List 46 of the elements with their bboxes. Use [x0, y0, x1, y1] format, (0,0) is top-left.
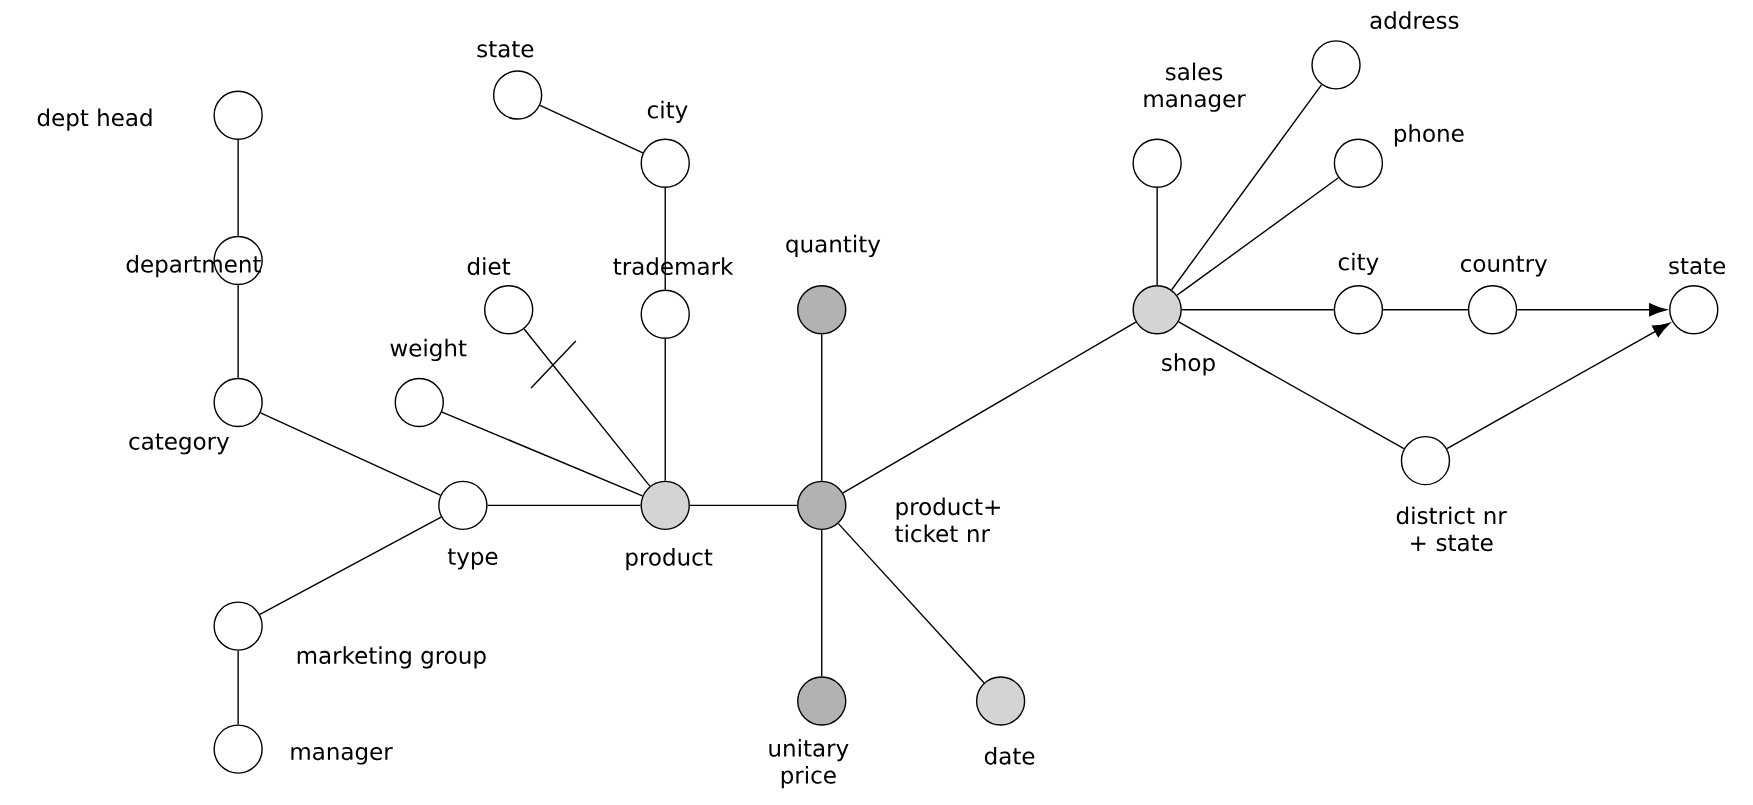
connector-line	[237, 650, 239, 726]
attribute-label: marketing group	[297, 646, 486, 669]
connector-line	[1181, 309, 1335, 311]
connector-line	[1171, 84, 1323, 291]
attribute-label: country	[1461, 255, 1548, 277]
connector-line	[1446, 322, 1671, 450]
attribute-label: product+ ticket nr	[895, 497, 1000, 543]
connector-line	[486, 504, 642, 507]
connector-line	[1382, 309, 1469, 311]
attribute-label: product	[626, 547, 713, 571]
attribute-label: weight	[390, 338, 467, 362]
attribute-label: category	[129, 433, 230, 455]
connector-line	[441, 411, 644, 497]
connector-line	[664, 338, 666, 482]
attribute-label: state	[1669, 257, 1726, 275]
connector-line	[1178, 321, 1405, 450]
attribute-label: phone	[1394, 124, 1464, 147]
connector-line	[664, 187, 666, 291]
connector-line	[821, 333, 823, 482]
attribute-label: dept head	[37, 108, 152, 131]
connector-line	[1156, 187, 1158, 286]
attribute-label: sales manager	[1144, 62, 1246, 112]
connector-line	[539, 104, 644, 154]
attribute-label: city	[647, 100, 688, 123]
connector-line	[259, 516, 442, 616]
connector-line	[842, 321, 1137, 494]
connector-line	[821, 529, 823, 678]
attribute-label: unitary price	[769, 739, 849, 789]
attribute-label: shop	[1162, 353, 1215, 376]
attribute-label: date	[984, 746, 1035, 765]
attribute-label: city	[1338, 252, 1379, 275]
attribute-label: address	[1370, 11, 1459, 30]
attribute-label: diet	[467, 257, 511, 275]
connector-line	[1516, 303, 1667, 317]
connector-line	[259, 412, 442, 496]
connector-line	[837, 522, 985, 684]
attribute-label: state	[477, 41, 534, 58]
attribute-label: district nr + state	[1396, 506, 1507, 552]
connector-line	[1176, 177, 1340, 296]
attribute-label: type	[447, 548, 498, 570]
attribute-label: quantity	[786, 234, 881, 258]
connector-line	[523, 328, 651, 487]
connector-line	[237, 139, 239, 237]
attribute-label: manager	[291, 746, 393, 765]
connector-line	[237, 284, 239, 379]
connector-line	[689, 504, 798, 507]
